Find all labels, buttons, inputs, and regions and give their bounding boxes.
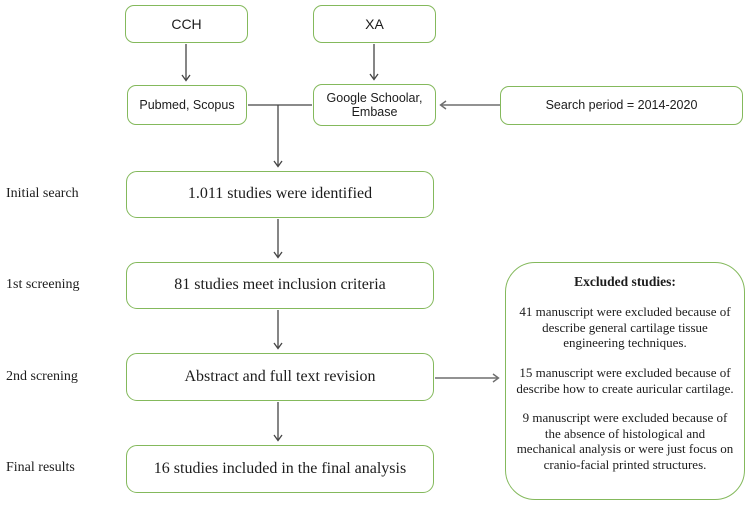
node-inclusion-criteria-label: 81 studies meet inclusion criteria <box>174 276 386 294</box>
node-google-embase-label: Google Schoolar, Embase <box>326 90 423 119</box>
excluded-item-41: 41 manuscript were excluded because of d… <box>519 304 731 351</box>
node-xa: XA <box>313 5 436 43</box>
node-search-period: Search period = 2014-2020 <box>500 86 743 125</box>
stage-label-final-results: Final results <box>6 460 75 475</box>
node-search-period-label: Search period = 2014-2020 <box>545 98 698 113</box>
node-pubmed-scopus: Pubmed, Scopus <box>127 85 247 125</box>
stage-label-initial-search: Initial search <box>6 186 79 201</box>
node-xa-label: XA <box>365 15 384 32</box>
excluded-studies-panel: Excluded studies: 41 manuscript were exc… <box>505 262 745 500</box>
node-studies-identified: 1.011 studies were identified <box>126 171 434 218</box>
node-inclusion-criteria: 81 studies meet inclusion criteria <box>126 262 434 309</box>
excluded-item-15: 15 manuscript were excluded because of d… <box>516 364 734 396</box>
node-cch: CCH <box>125 5 248 43</box>
stage-label-2nd-screening: 2nd screning <box>6 369 78 384</box>
node-final-analysis: 16 studies included in the final analysi… <box>126 445 434 493</box>
node-abstract-revision-label: Abstract and full text revision <box>184 367 376 385</box>
node-google-embase: Google Schoolar, Embase <box>313 84 436 126</box>
node-abstract-revision: Abstract and full text revision <box>126 353 434 401</box>
excluded-item-9: 9 manuscript were excluded because of th… <box>516 410 734 472</box>
node-pubmed-scopus-label: Pubmed, Scopus <box>139 97 235 112</box>
node-cch-label: CCH <box>171 15 202 32</box>
node-studies-identified-label: 1.011 studies were identified <box>187 185 373 203</box>
node-final-analysis-label: 16 studies included in the final analysi… <box>153 459 407 477</box>
excluded-studies-title: Excluded studies: <box>574 274 676 289</box>
stage-label-1st-screening: 1st screening <box>6 277 80 292</box>
